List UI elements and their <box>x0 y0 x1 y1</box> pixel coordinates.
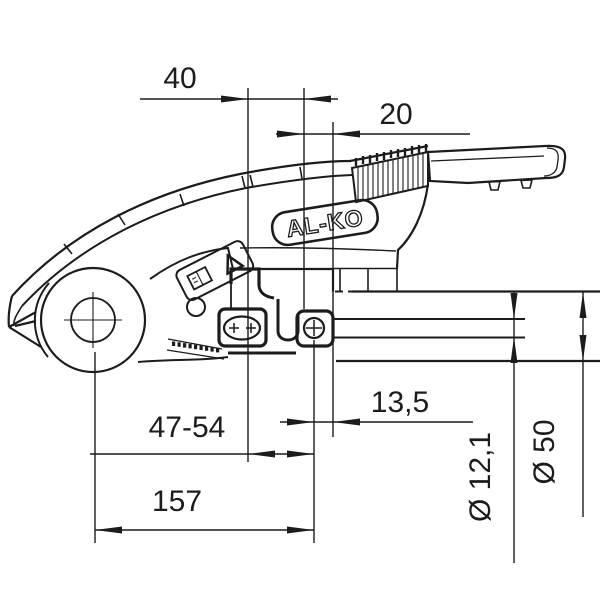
dim-13-5-label: 13,5 <box>371 386 429 419</box>
pivot-circle <box>186 297 206 317</box>
dimension-13-5: 13,5 <box>280 386 473 426</box>
dimension-dia-12-1: Ø 12,1 <box>464 292 518 563</box>
drawbar-shaft <box>334 290 600 363</box>
dim-157-label: 157 <box>152 485 202 518</box>
dim-40-label: 40 <box>163 62 196 95</box>
dimension-annotations: 40 20 13,5 47-54 157 <box>90 62 587 563</box>
brand-badge: AL-KO <box>270 198 379 247</box>
book-icon <box>186 265 214 291</box>
ball-socket <box>8 266 147 374</box>
dimension-20: 20 <box>276 98 470 138</box>
extension-lines <box>94 88 334 543</box>
dimension-dia-50: Ø 50 <box>528 292 587 517</box>
body-right-edge <box>333 183 430 291</box>
grip-tabs <box>487 179 534 191</box>
serrated-strip <box>137 338 229 363</box>
warning-triangle-icon <box>226 253 246 276</box>
handle-arm <box>7 159 397 328</box>
adjuster-plate <box>217 307 268 348</box>
dim-dia-50-label: Ø 50 <box>528 419 561 484</box>
twin-cross-adjuster <box>222 315 262 341</box>
dim-47-54-label: 47-54 <box>149 411 226 444</box>
dim-20-label: 20 <box>379 98 412 131</box>
cross-bolt <box>302 316 326 340</box>
dim-dia-12-1-label: Ø 12,1 <box>464 432 497 522</box>
crosshair-lines <box>64 292 122 348</box>
dimension-40: 40 <box>140 62 338 103</box>
dimension-157: 157 <box>95 485 314 534</box>
dimension-47-54: 47-54 <box>90 411 314 458</box>
handle-segment-ticks <box>63 166 303 255</box>
knurl-hatching <box>357 153 424 201</box>
knurled-section <box>349 144 429 204</box>
handle-grip <box>426 144 567 191</box>
coupling-assembly: AL-KO <box>7 144 600 374</box>
